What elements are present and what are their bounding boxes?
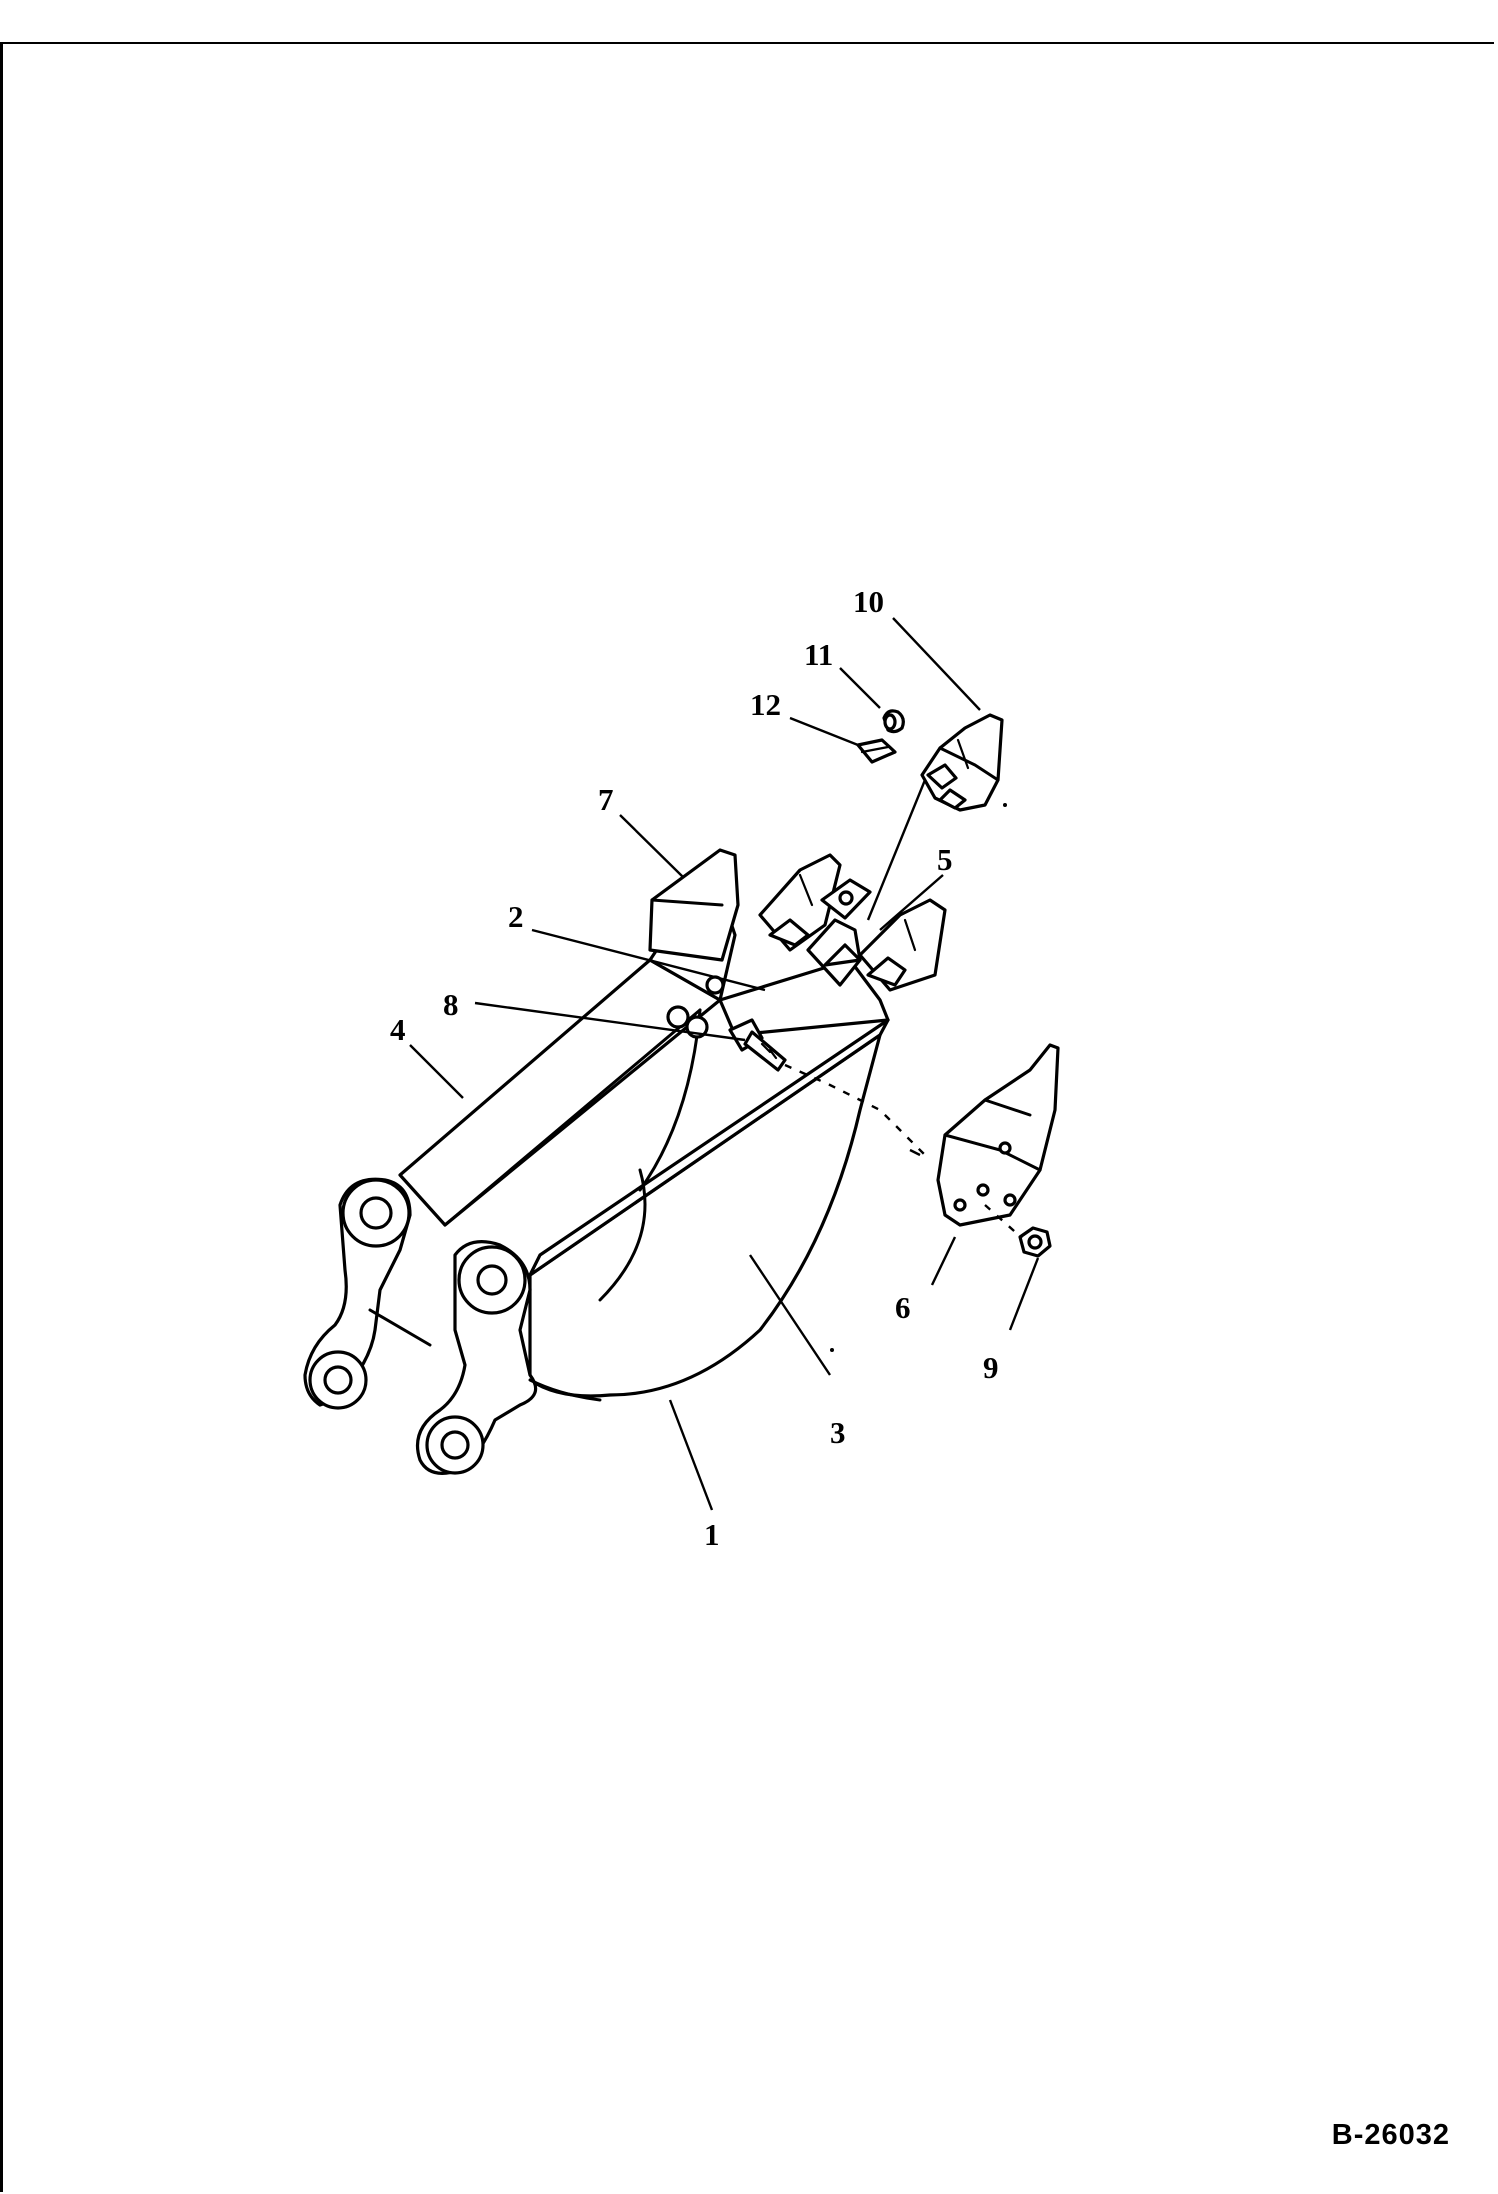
callout-11: 11 xyxy=(804,637,833,672)
speck-2 xyxy=(830,1348,834,1352)
callout-9: 9 xyxy=(983,1350,999,1385)
side-cutter-right xyxy=(936,1043,1060,1227)
rubber-pin xyxy=(882,709,905,734)
callout-4: 4 xyxy=(390,1012,406,1047)
callout-3: 3 xyxy=(830,1415,846,1450)
callout-10: 10 xyxy=(853,584,884,619)
mounting-bracket-right xyxy=(415,1240,602,1475)
tooth-adapter-1 xyxy=(758,853,842,952)
drawing-code: B-26032 xyxy=(1331,2119,1450,2151)
nut xyxy=(1018,1226,1052,1258)
callout-labels: 1 2 3 4 5 6 7 8 9 10 11 12 xyxy=(390,584,999,1552)
callout-8: 8 xyxy=(443,987,459,1022)
callout-5: 5 xyxy=(937,842,953,877)
leader-lines xyxy=(409,617,1040,1511)
callout-1: 1 xyxy=(704,1517,720,1552)
tooth-point xyxy=(920,713,1004,812)
callout-2: 2 xyxy=(508,899,524,934)
side-cutter-left xyxy=(648,848,740,962)
lock-pin xyxy=(856,738,897,764)
callout-6: 6 xyxy=(895,1290,911,1325)
callout-7: 7 xyxy=(598,782,614,817)
tooth-adapter-3 xyxy=(858,898,947,992)
tooth-adapter-2 xyxy=(806,918,862,987)
mounting-bracket-left xyxy=(303,1177,432,1410)
bolt xyxy=(728,1018,787,1072)
wedge-plate xyxy=(820,878,872,920)
callout-12: 12 xyxy=(750,687,781,722)
drawing-frame xyxy=(0,42,1494,2192)
speck-1 xyxy=(1003,803,1007,807)
